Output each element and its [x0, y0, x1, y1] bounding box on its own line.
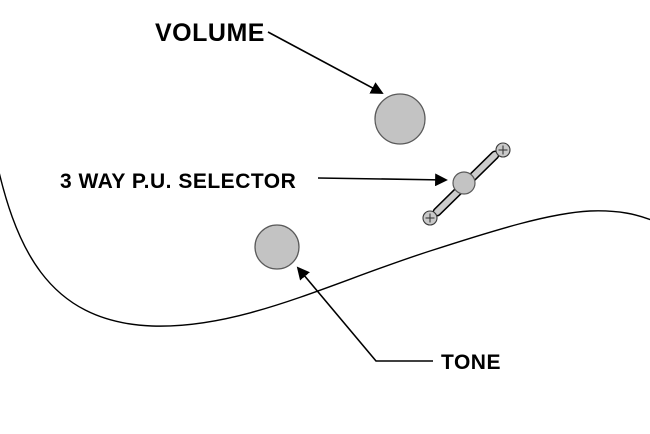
- tone-label: TONE: [441, 351, 501, 374]
- tone-knob: [254, 224, 300, 270]
- guitar-body-outline: [0, 173, 650, 327]
- tone-callout: TONE: [254, 224, 501, 374]
- selector-screw-bottom: [422, 210, 438, 226]
- pickup-selector-switch: [422, 142, 511, 226]
- volume-callout: VOLUME: [155, 19, 426, 145]
- selector-screw-top: [495, 142, 511, 158]
- volume-label: VOLUME: [155, 19, 265, 47]
- tone-pointer-line: [296, 266, 433, 362]
- selector-hub: [452, 171, 476, 195]
- selector-label: 3 WAY P.U. SELECTOR: [60, 170, 296, 193]
- volume-pointer-line: [267, 31, 384, 94]
- selector-callout: 3 WAY P.U. SELECTOR: [60, 142, 511, 226]
- volume-knob: [374, 93, 426, 145]
- selector-pointer-line: [317, 173, 448, 187]
